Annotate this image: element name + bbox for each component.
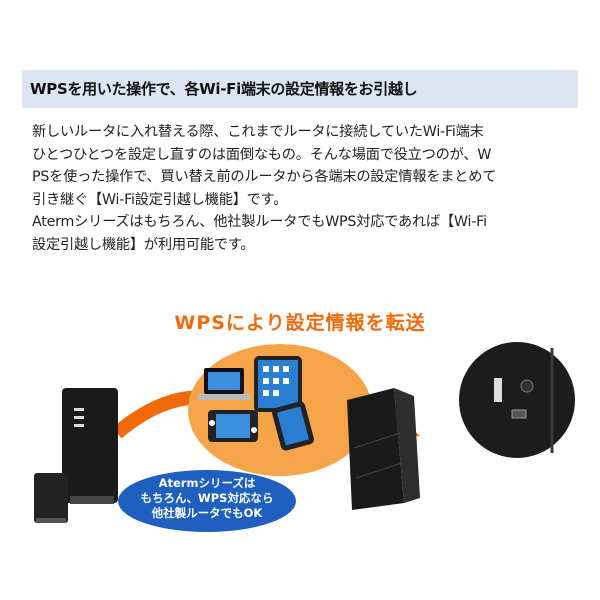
smartphone-icon — [272, 401, 314, 451]
paragraph-1-line-2: ひとつひとつを設定し直すのは面倒なもの。そんな場面で役立つのが、W — [32, 146, 492, 163]
description-text: 新しいルータに入れ替える際、これまでルータに接続していたWi-Fi端末 ひとつひ… — [32, 121, 572, 256]
wps-button-closeup-icon — [455, 338, 578, 462]
game-console-icon — [208, 410, 258, 442]
callout-line-2: もちろん、WPS対応なら — [140, 491, 274, 505]
paragraph-1-line-4: 引き継ぐ【Wi-Fi設定引越し機能】です。 — [32, 191, 288, 208]
old-router-icon — [62, 388, 118, 504]
paragraph-2-line-1: Atermシリーズはもちろん、他社製ルータでもWPS対応であれば【Wi-Fi — [32, 214, 487, 230]
section-heading: WPSを用いた操作で、各Wi-Fi端末の設定情報をお引越し — [22, 70, 578, 108]
paragraph-1-line-1: 新しいルータに入れ替える際、これまでルータに接続していたWi-Fi端末 — [32, 124, 484, 140]
old-router-small-icon — [34, 473, 68, 523]
new-router-icon — [347, 388, 420, 510]
paragraph-1-line-3: PSを使った操作で、買い替え前のルータから各端末の設定情報をまとめて — [32, 169, 497, 185]
paragraph-2-line-2: 設定引越し機能】が利用可能です。 — [32, 236, 255, 253]
illustration-svg — [34, 338, 578, 523]
tablet-icon — [254, 356, 302, 412]
compatibility-callout: Atermシリーズは もちろん、WPS対応なら 他社製ルータでもOK — [118, 470, 296, 532]
laptop-icon — [198, 368, 250, 400]
transfer-illustration — [22, 338, 578, 538]
callout-line-1: Atermシリーズは — [158, 476, 256, 490]
figure-banner: WPSにより設定情報を転送 — [174, 312, 426, 334]
callout-line-3: 他社製ルータでもOK — [151, 506, 263, 520]
